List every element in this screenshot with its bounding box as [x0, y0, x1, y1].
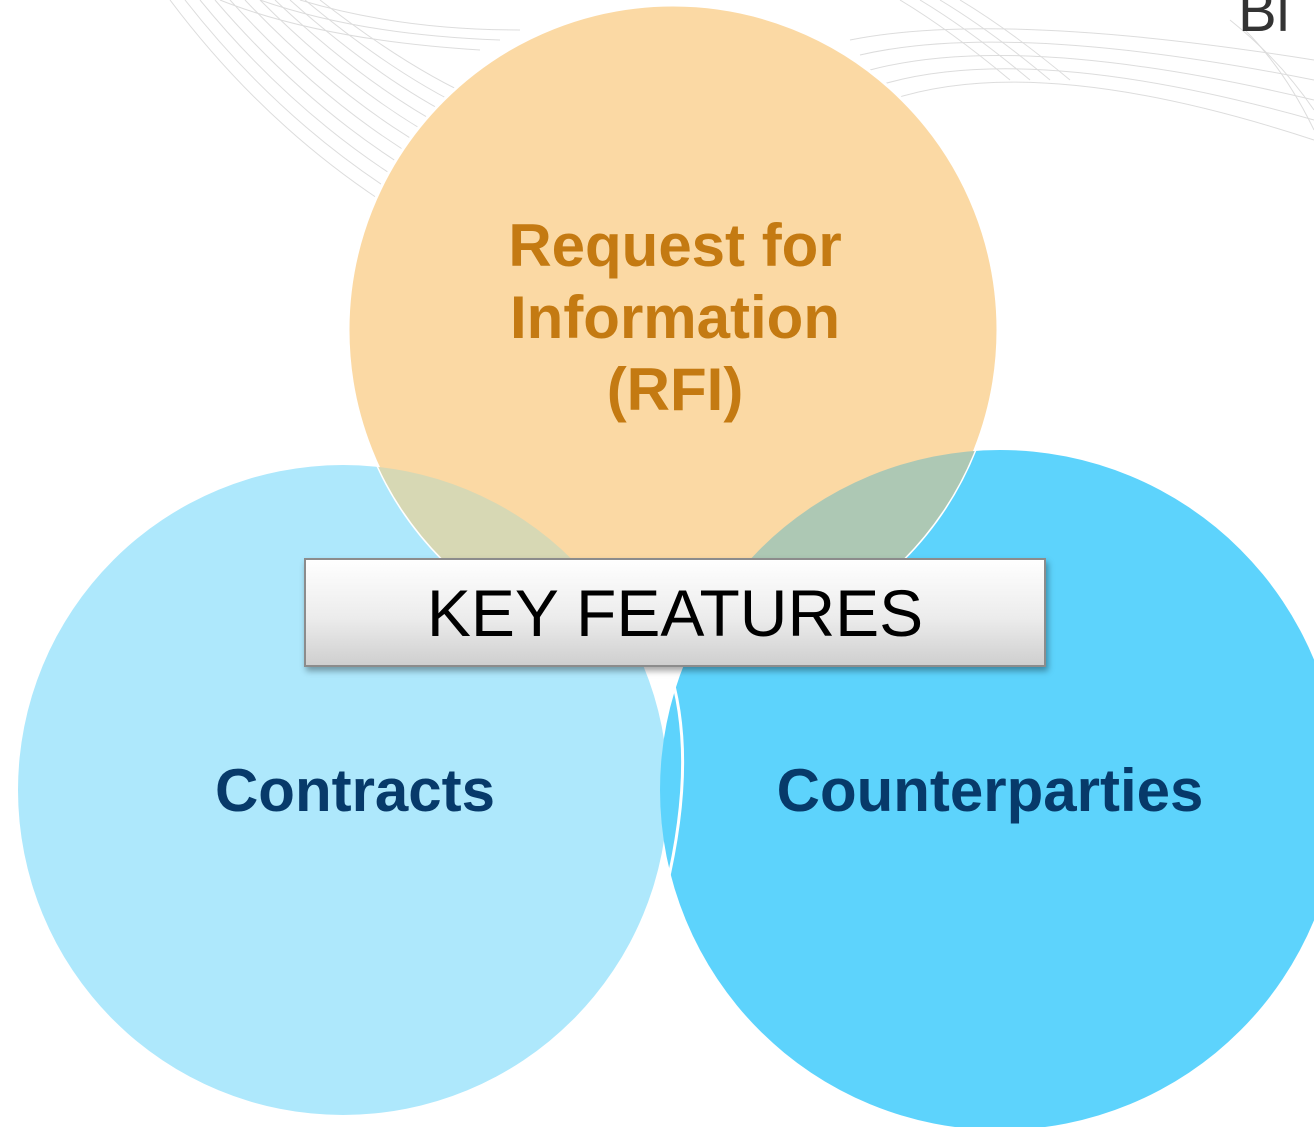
counterparties-label: Counterparties [776, 757, 1204, 824]
circle-separator-arc [660, 664, 685, 906]
key-features-label: KEY FEATURES [426, 575, 924, 650]
corner-title-fragment: Bi [1238, 0, 1290, 44]
background-swoosh-lines [169, 0, 1314, 201]
rfi-label: Request for Information (RFI) [508, 212, 842, 423]
contracts-label: Contracts [214, 757, 496, 824]
key-features-box: KEY FEATURES [304, 558, 1046, 667]
